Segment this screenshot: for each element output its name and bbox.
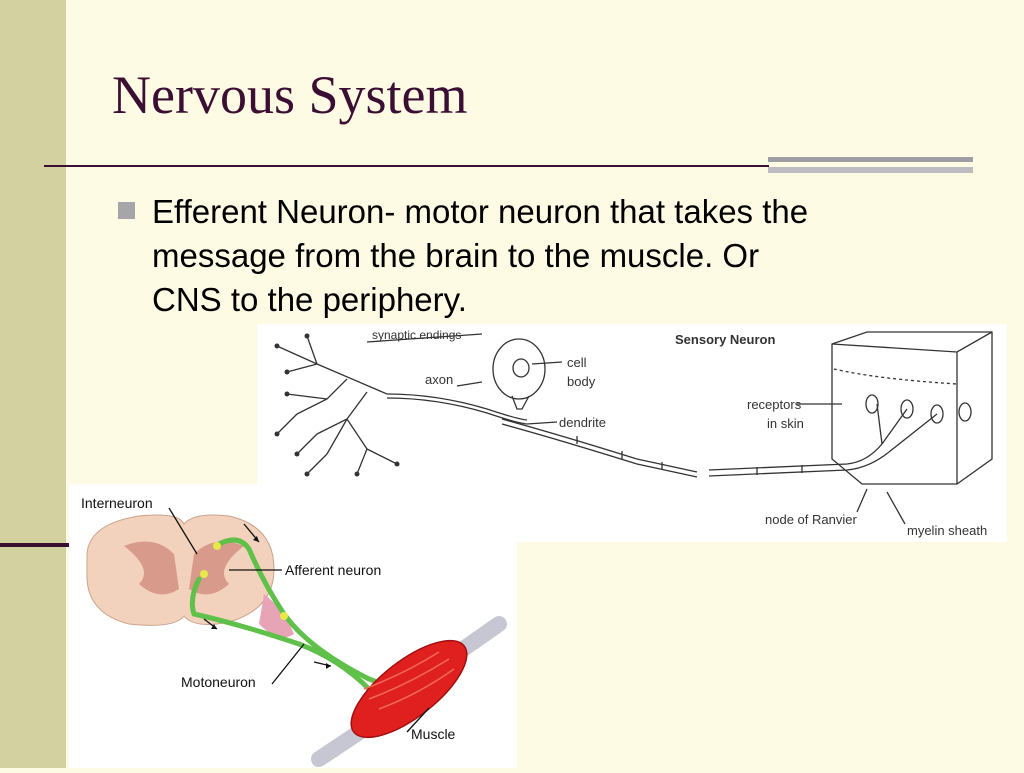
- left-decorative-band: [0, 0, 66, 768]
- label-muscle: Muscle: [411, 726, 456, 742]
- label-afferent-neuron: Afferent neuron: [285, 562, 381, 578]
- sensory-neuron-drawing: synaptic endings Sensory Neuron cell bod…: [274, 328, 993, 538]
- label-dendrite: dendrite: [559, 415, 606, 430]
- label-axon: axon: [425, 372, 453, 387]
- label-synaptic-endings: synaptic endings: [372, 328, 461, 342]
- label-node-of-ranvier: node of Ranvier: [765, 512, 857, 527]
- reflex-arc-figure: Interneuron Afferent neuron Motoneuron M…: [69, 484, 517, 768]
- title-underline: [44, 165, 769, 167]
- reflex-arc-drawing: Interneuron Afferent neuron Motoneuron M…: [81, 495, 507, 767]
- slide-title: Nervous System: [112, 65, 468, 125]
- label-receptors: receptors: [747, 397, 802, 412]
- label-motoneuron: Motoneuron: [181, 674, 256, 690]
- label-myelin-sheath: myelin sheath: [907, 523, 987, 538]
- label-in-skin: in skin: [767, 416, 804, 431]
- label-sensory-neuron: Sensory Neuron: [675, 332, 775, 347]
- label-cell: cell: [567, 355, 587, 370]
- bullet-square-icon: [118, 202, 135, 219]
- accent-bars: [768, 157, 973, 178]
- label-interneuron: Interneuron: [81, 495, 153, 511]
- left-band-divider: [0, 543, 70, 547]
- label-body: body: [567, 374, 596, 389]
- bullet-item: Efferent Neuron- motor neuron that takes…: [118, 190, 978, 322]
- bullet-text: Efferent Neuron- motor neuron that takes…: [152, 193, 809, 318]
